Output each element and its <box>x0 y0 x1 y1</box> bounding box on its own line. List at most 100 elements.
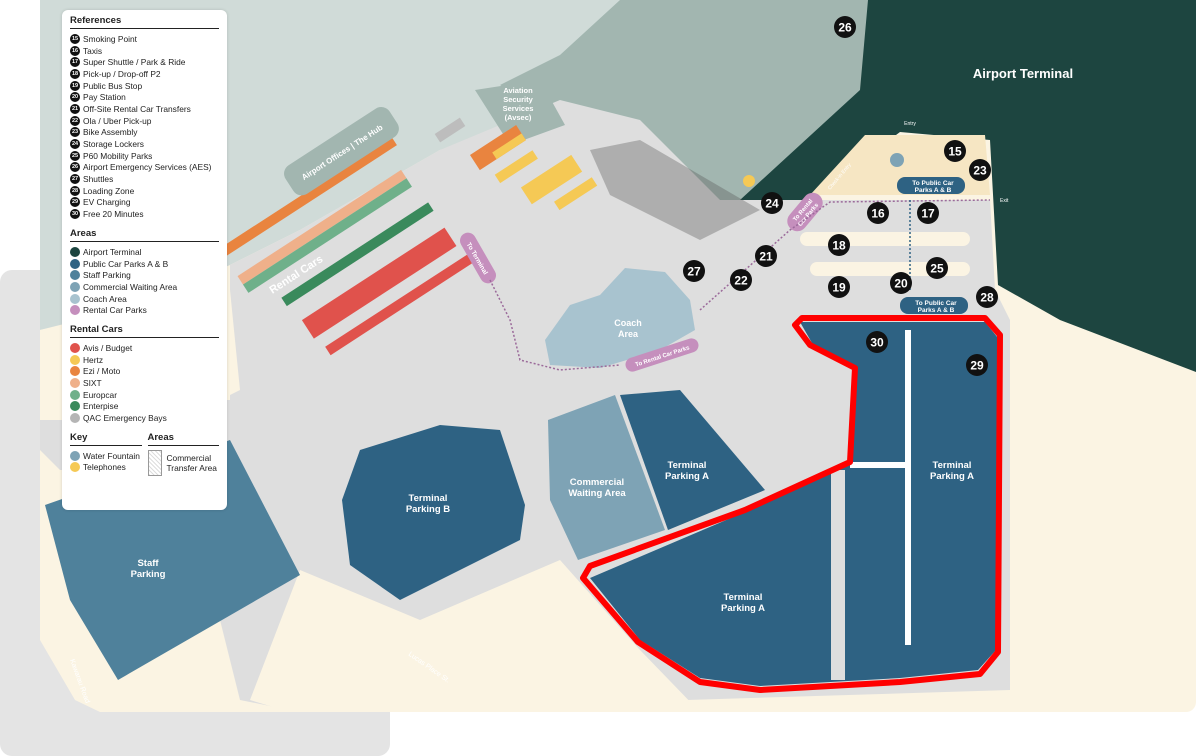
rental-row-sixt <box>237 169 407 285</box>
airport-offices-building <box>284 106 399 196</box>
parking-a-east-label-1: Terminal <box>933 460 972 471</box>
marker-number: 16 <box>871 207 885 221</box>
legend-label: Ola / Uber Pick-up <box>83 115 152 126</box>
legend-label: Avis / Budget <box>83 342 133 353</box>
public-badge-bottom-1: To Public Car <box>915 300 957 307</box>
marker-circle <box>828 234 850 256</box>
marker-27: 27 <box>683 260 705 282</box>
to-public-car-parks-badge-bottom[interactable] <box>900 297 968 314</box>
reference-number-badge: 29 <box>70 197 80 208</box>
marker-circle <box>976 286 998 308</box>
legend-label: Hertz <box>83 354 104 365</box>
water-fountain-icon <box>890 153 904 167</box>
marker-21: 21 <box>755 245 777 267</box>
marker-circle <box>683 260 705 282</box>
parking-a-east-label-2: Parking A <box>930 471 974 482</box>
legend-label: Taxis <box>83 45 103 56</box>
legend-item: Water Fountain <box>70 450 142 462</box>
parking-b-label-1: Terminal <box>409 493 448 504</box>
marker-number: 25 <box>930 262 944 276</box>
legend-item: Ezi / Moto <box>70 366 219 378</box>
marker-24: 24 <box>761 192 783 214</box>
color-swatch <box>70 389 80 400</box>
reference-number-badge: 18 <box>70 68 80 79</box>
legend-label: Public Car Parks A & B <box>83 258 169 269</box>
legend-label: Free 20 Minutes <box>83 209 144 220</box>
legend-label: Pay Station <box>83 92 126 103</box>
marker-number: 26 <box>838 21 852 35</box>
rental-block-hertz-2 <box>494 150 538 184</box>
legend-label: Europcar <box>83 389 117 400</box>
marker-20: 20 <box>890 272 912 294</box>
to-terminal-badge[interactable] <box>457 230 499 286</box>
color-swatch <box>70 378 80 389</box>
marker-22: 22 <box>730 269 752 291</box>
rental-block-hertz <box>492 133 526 160</box>
rental-block-ezi <box>470 125 526 171</box>
marker-number: 15 <box>948 145 962 159</box>
public-badge-top-2: Parks A & B <box>915 187 952 194</box>
to-public-car-parks-badge-top[interactable] <box>897 177 965 194</box>
legend-item: Staff Parking <box>70 269 219 281</box>
rental-row-ezi <box>202 136 397 268</box>
color-swatch <box>70 462 80 473</box>
rental-row-avis-1 <box>301 227 457 339</box>
legend-label: Bike Assembly <box>83 127 138 138</box>
legend-item: QAC Emergency Bays <box>70 412 219 424</box>
marker-circle <box>730 269 752 291</box>
legend-label: Off-Site Rental Car Transfers <box>83 103 191 114</box>
reference-number-badge: 21 <box>70 103 80 114</box>
marker-circle <box>828 276 850 298</box>
reference-number-badge: 15 <box>70 33 80 44</box>
airport-terminal-area <box>740 0 1196 372</box>
marker-number: 27 <box>687 265 701 279</box>
marker-23: 23 <box>969 159 991 181</box>
marker-circle <box>969 159 991 181</box>
qac-emergency-bays <box>434 117 466 143</box>
marker-number: 28 <box>980 291 994 305</box>
legend-item: Hertz <box>70 354 219 366</box>
marker-circle <box>761 192 783 214</box>
to-rental-car-parks-badge-2[interactable] <box>783 189 827 236</box>
legend-item: Commercial Waiting Area <box>70 281 219 293</box>
color-swatch <box>70 258 80 269</box>
coach-area <box>545 268 695 368</box>
reference-number-badge: 28 <box>70 185 80 196</box>
rental-car-area: Rental Cars <box>202 136 474 356</box>
marker-number: 29 <box>970 359 984 373</box>
legend-label: Shuttles <box>83 174 114 185</box>
reference-number-badge: 27 <box>70 174 80 185</box>
marker-number: 21 <box>759 250 773 264</box>
legend-label: Enterpise <box>83 401 119 412</box>
commercial-waiting-area <box>548 395 665 560</box>
legend-label: Coach Area <box>83 293 127 304</box>
marker-15: 15 <box>944 140 966 162</box>
avsec-label-3: Services <box>503 104 534 113</box>
rental-row-avis-2 <box>325 254 474 356</box>
marker-circle <box>966 354 988 376</box>
coach-label-2: Area <box>618 329 639 339</box>
marker-number: 22 <box>734 274 748 288</box>
marker-30: 30 <box>866 331 888 353</box>
legend-label: Telephones <box>83 462 126 473</box>
airport-terminal-label: Airport Terminal <box>973 66 1073 81</box>
legend-item: Avis / Budget <box>70 342 219 354</box>
marker-17: 17 <box>917 202 939 224</box>
marker-18: 18 <box>828 234 850 256</box>
legend-label: Staff Parking <box>83 270 131 281</box>
free-20-minutes-highlight[interactable] <box>580 315 1003 693</box>
to-rental-car-parks-badge[interactable] <box>624 337 701 374</box>
areas2-title: Areas <box>147 432 219 446</box>
